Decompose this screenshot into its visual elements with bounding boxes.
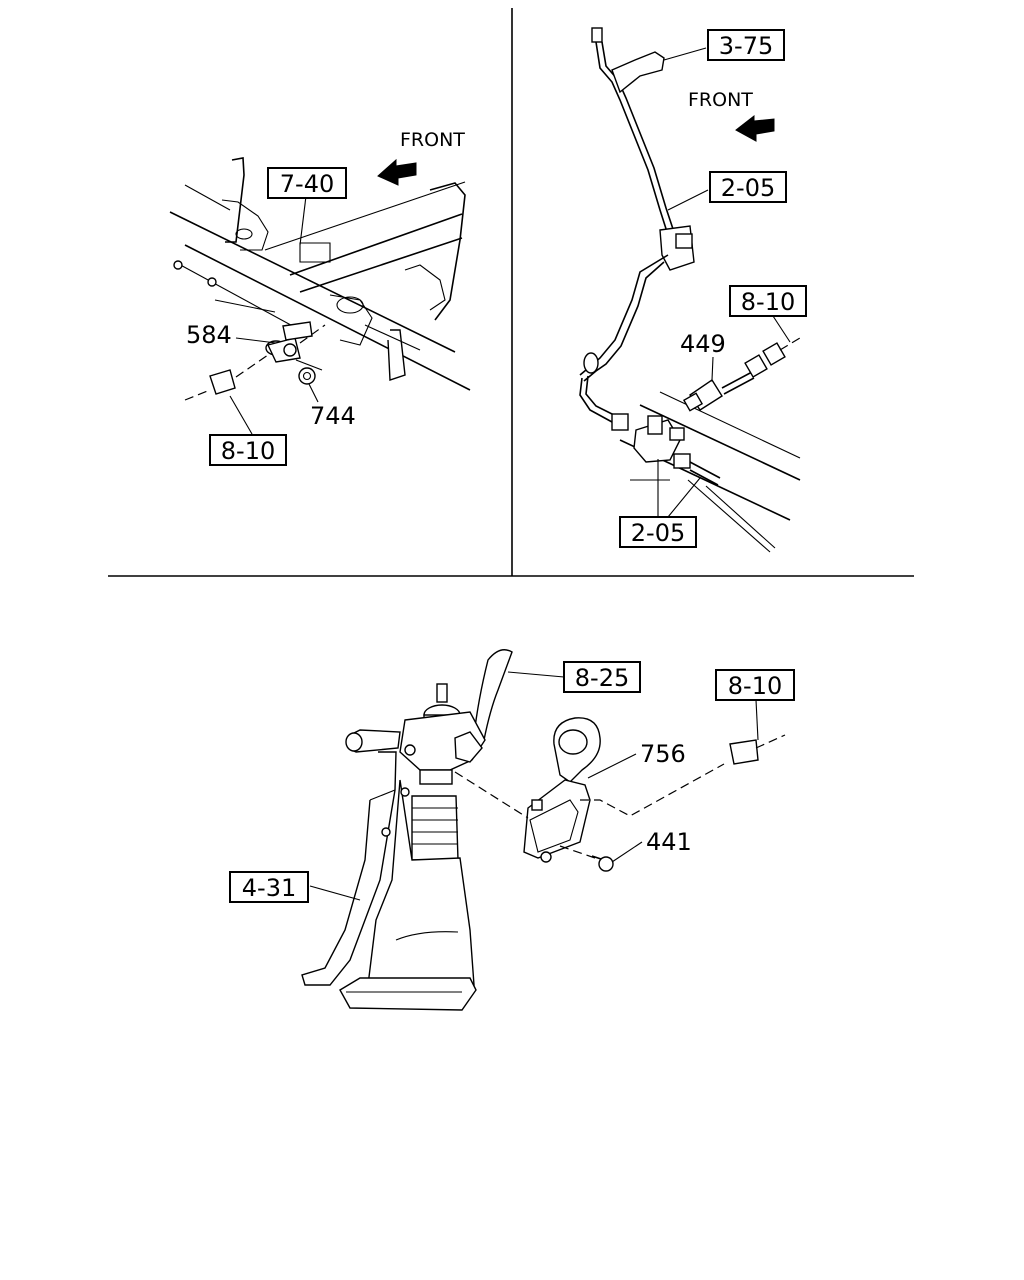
callout-756: 756 <box>640 740 686 768</box>
brake-pipe <box>579 27 695 431</box>
callout-box-8-10 <box>209 434 287 466</box>
steering-column-assembly <box>301 649 513 1011</box>
callout-box-7-40 <box>267 167 347 199</box>
callout-441: 441 <box>646 828 692 856</box>
callout-box-4-31 <box>229 871 309 903</box>
callout-2-05-upper: 2-05 <box>721 174 775 202</box>
callout-8-10: 8-10 <box>221 437 275 465</box>
callout-2-05-lower: 2-05 <box>631 519 685 547</box>
switch-part-449 <box>682 337 801 412</box>
callout-8-10: 8-10 <box>728 672 782 700</box>
callout-3-75: 3-75 <box>719 32 773 60</box>
nut-part-744 <box>298 367 316 385</box>
sensor-part-584 <box>265 321 313 363</box>
callout-box-8-10 <box>715 669 795 701</box>
callout-box-8-10 <box>729 285 807 317</box>
callout-744: 744 <box>310 402 356 430</box>
front-label: FRONT <box>688 89 753 111</box>
callout-box-2-05-upper <box>709 171 787 203</box>
three-way-joint <box>633 415 721 486</box>
front-label: FRONT <box>400 129 465 151</box>
panel-bottom: 8-25 8-10 756 441 4-31 <box>229 649 795 1011</box>
callout-4-31: 4-31 <box>242 874 296 902</box>
panel-dividers <box>108 8 914 577</box>
callout-584: 584 <box>186 321 232 349</box>
front-arrow-icon <box>377 158 417 186</box>
callout-8-10: 8-10 <box>741 288 795 316</box>
connector-plug <box>729 734 786 765</box>
callout-7-40: 7-40 <box>280 170 334 198</box>
cross-member-frame <box>169 157 471 391</box>
callout-box-8-25 <box>563 661 641 693</box>
bolt-part-441 <box>559 845 614 872</box>
callout-box-2-05-lower <box>619 516 697 548</box>
callout-449: 449 <box>680 330 726 358</box>
sensor-bracket-756 <box>523 717 601 863</box>
front-arrow-icon <box>735 114 775 142</box>
connector-plug <box>184 369 236 401</box>
callout-8-25: 8-25 <box>575 664 629 692</box>
panel-top-left: FRONT <box>169 129 471 466</box>
callout-box-3-75 <box>707 29 785 61</box>
panel-top-right: FRONT <box>579 27 807 553</box>
